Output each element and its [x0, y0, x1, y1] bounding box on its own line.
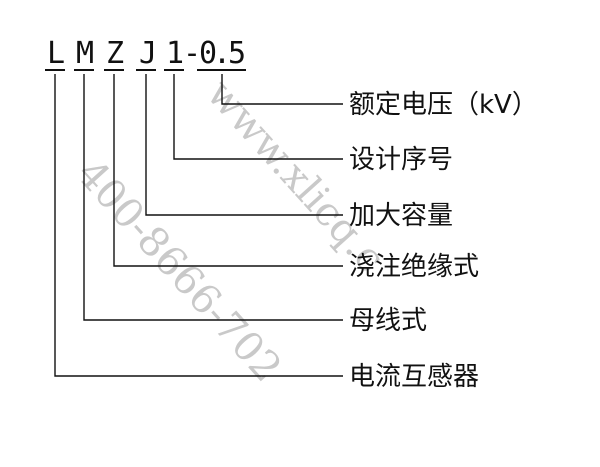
label-enlarged-capacity: 加大容量: [349, 201, 453, 231]
leader-lines: [54, 74, 343, 377]
leader-current-transformer: [54, 74, 343, 377]
code-char-5: 5: [228, 36, 246, 71]
code-char-z: Z: [106, 36, 124, 71]
leader-rated-voltage: [221, 74, 343, 105]
code-char-dash: -: [183, 36, 201, 71]
label-current-transformer: 电流互感器: [349, 362, 479, 392]
label-rated-voltage: 额定电压（kV）: [349, 90, 538, 120]
code-char-dot: .: [213, 36, 231, 71]
leader-busbar-type: [83, 74, 343, 321]
label-busbar-type: 母线式: [349, 306, 427, 336]
watermark: www.xlicq.c 400-8666-702: [68, 71, 394, 391]
label-cast-insulation: 浇注绝缘式: [349, 252, 479, 282]
code-char-j: J: [139, 36, 157, 71]
labels: 额定电压（kV） 设计序号 加大容量 浇注绝缘式 母线式 电流互感器: [349, 90, 538, 392]
label-design-serial: 设计序号: [349, 145, 453, 175]
code-char-0: 0: [199, 36, 217, 71]
leader-cast-insulation: [113, 74, 343, 267]
model-code: L M Z J 1 - 0 . 5: [47, 36, 246, 71]
watermark-phone: 400-8666-702: [68, 151, 291, 391]
code-char-l: L: [47, 36, 65, 71]
leader-enlarged-capacity: [145, 74, 343, 216]
leader-design-serial: [173, 74, 343, 160]
code-char-1: 1: [166, 36, 184, 71]
code-char-m: M: [76, 36, 94, 71]
